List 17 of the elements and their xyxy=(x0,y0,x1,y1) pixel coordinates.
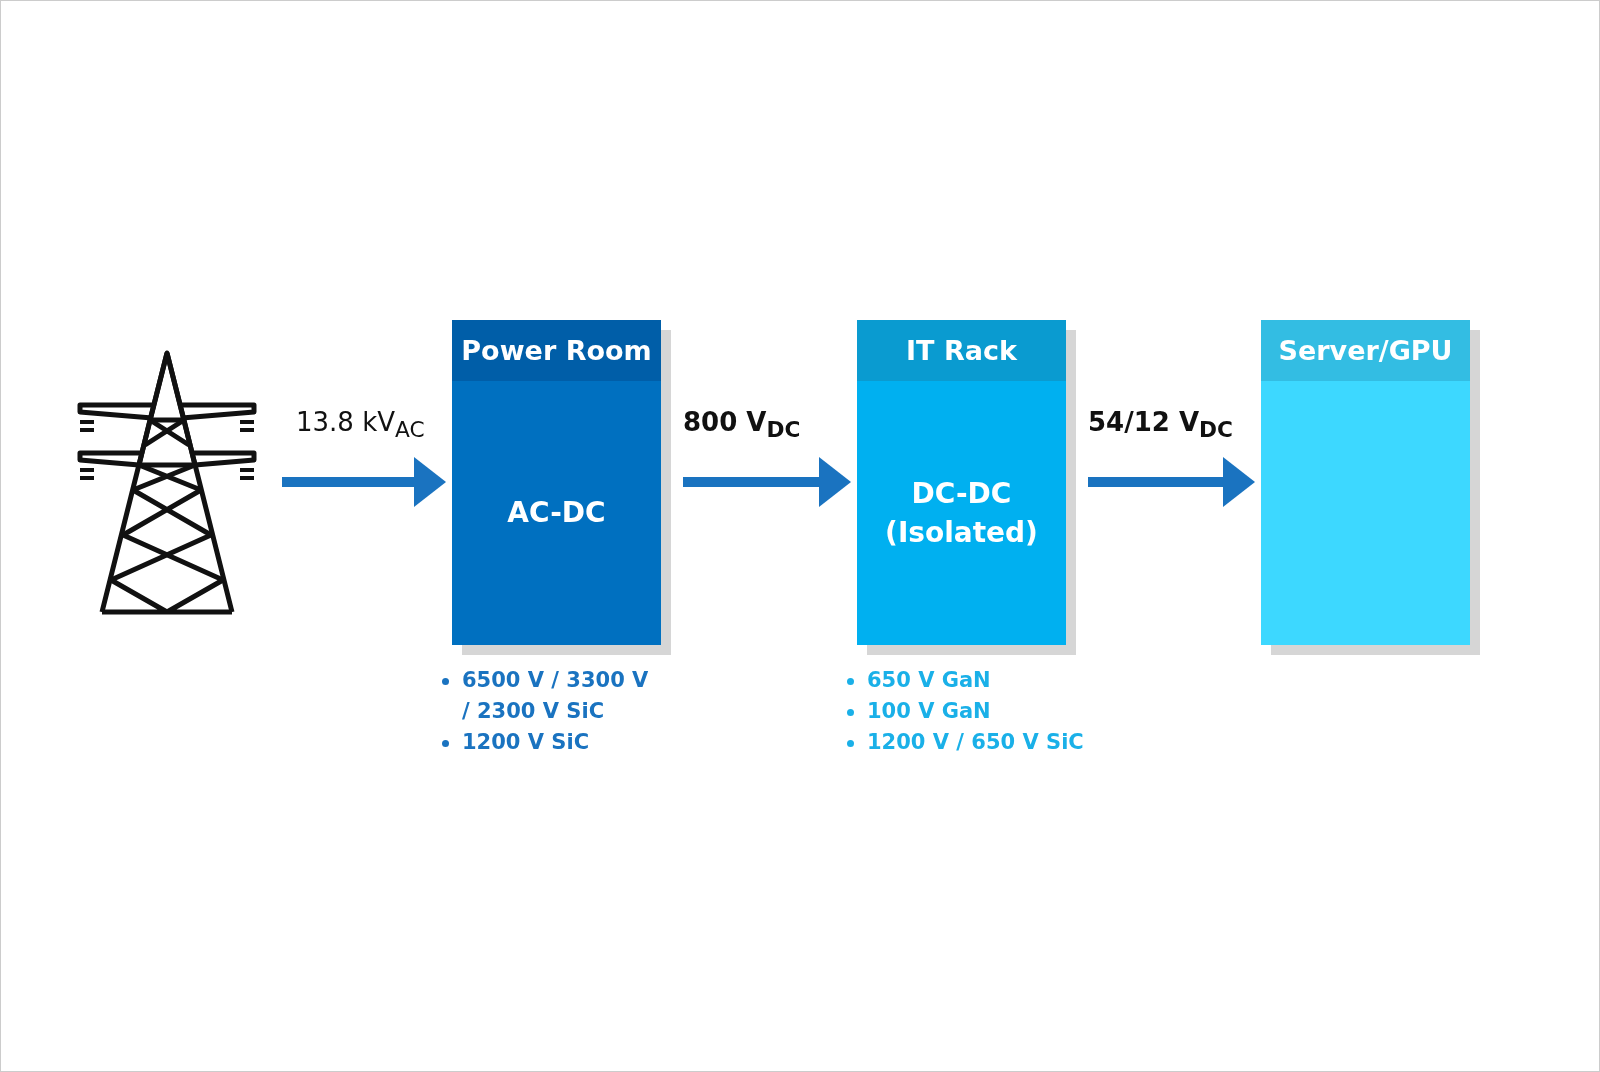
arrow xyxy=(1088,457,1255,507)
bullet-item: 1200 V / 650 V SiC xyxy=(845,727,1115,758)
bullet-item: 6500 V / 3300 V / 2300 V SiC xyxy=(440,665,655,727)
bullet-item: 650 V GaN xyxy=(845,665,1115,696)
bullet-item: 1200 V SiC xyxy=(440,727,655,758)
arrow xyxy=(683,457,851,507)
box-text: DC-DC (Isolated) xyxy=(884,475,1039,551)
picture xyxy=(77,350,257,616)
bullet-item: 100 V GaN xyxy=(845,696,1115,727)
box-text: AC-DC xyxy=(507,495,606,532)
box-heading: Server/GPU xyxy=(1261,320,1470,381)
arrow xyxy=(282,457,446,507)
edge-label: 13.8 kV$_{AC}$ xyxy=(296,407,425,443)
edge-label: 54/12 V$_{DC}$ xyxy=(1088,407,1233,443)
edge-label: 800 V$_{DC}$ xyxy=(683,407,801,443)
box-heading: IT Rack xyxy=(857,320,1066,381)
box-heading: Power Room xyxy=(452,320,661,381)
